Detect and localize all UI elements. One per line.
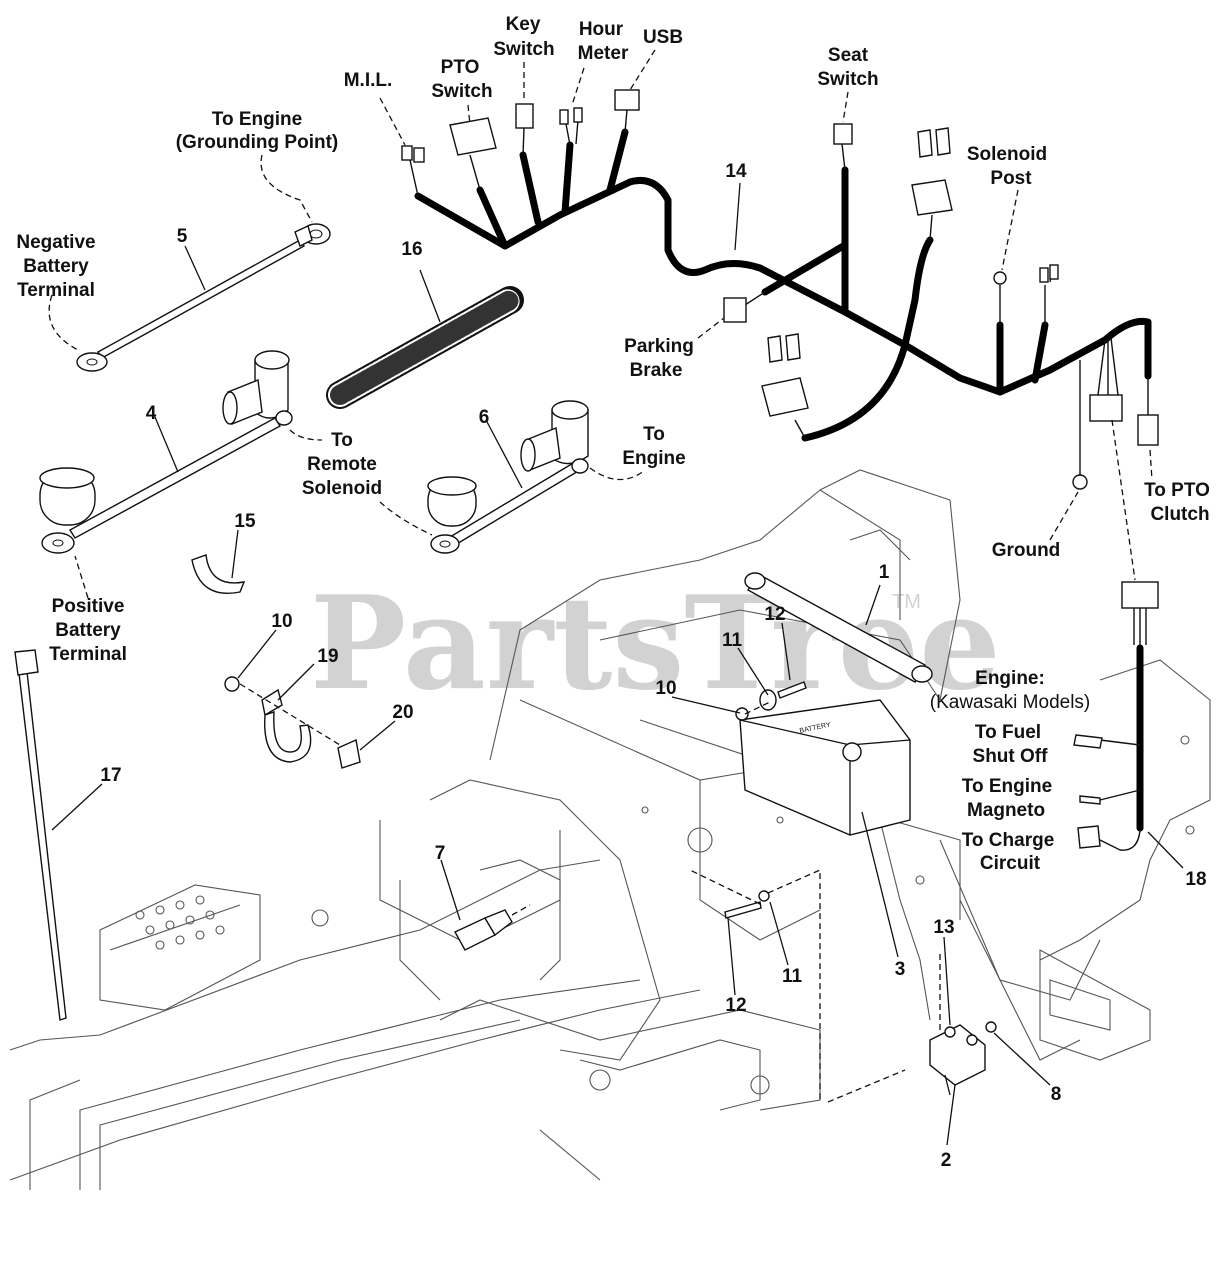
battery-bolts xyxy=(689,681,821,1100)
label-solenoid-post-1: Solenoid xyxy=(967,144,1047,165)
callout-8: 8 xyxy=(1051,1084,1062,1105)
label-pos-batt-3: Terminal xyxy=(49,644,127,665)
label-fuel-1: To Fuel xyxy=(975,722,1041,743)
label-hour-meter-1: Hour xyxy=(579,19,624,40)
leader-lines xyxy=(48,49,1184,1146)
callout-5: 5 xyxy=(177,226,188,247)
watermark-tm: TM xyxy=(892,591,921,613)
label-to-pto-clutch-1: To PTO xyxy=(1144,480,1210,501)
chassis-frame xyxy=(9,469,1211,1190)
label-pto-switch-2: Switch xyxy=(431,81,492,102)
battery-hold-down xyxy=(744,572,933,683)
label-to-remote-2: Remote xyxy=(307,454,377,475)
label-to-engine-gp-2: (Grounding Point) xyxy=(176,132,339,153)
label-mil: M.I.L. xyxy=(344,70,393,91)
engine-cable xyxy=(427,400,589,554)
positive-battery-cable xyxy=(39,350,293,554)
callout-20: 20 xyxy=(392,702,413,723)
label-ground: Ground xyxy=(992,540,1061,561)
label-to-pto-clutch-2: Clutch xyxy=(1150,504,1209,525)
callout-14: 14 xyxy=(725,161,747,182)
callout-6: 6 xyxy=(479,407,490,428)
callout-13: 13 xyxy=(933,917,954,938)
label-to-remote-1: To xyxy=(331,430,353,451)
harness-connectors xyxy=(401,89,1159,490)
label-usb: USB xyxy=(643,27,683,48)
label-charge-1: To Charge xyxy=(962,830,1055,851)
label-to-engine-2: Engine xyxy=(622,448,685,469)
split-loom xyxy=(326,286,524,409)
label-pos-batt-2: Battery xyxy=(55,620,121,641)
battery: BATTERY xyxy=(739,699,911,836)
callout-11a: 11 xyxy=(722,630,743,651)
label-neg-batt-3: Terminal xyxy=(17,280,95,301)
label-fuel-2: Shut Off xyxy=(973,746,1049,767)
label-key-switch-1: Key xyxy=(506,14,541,35)
label-neg-batt-2: Battery xyxy=(23,256,89,277)
label-magneto-1: To Engine xyxy=(962,776,1052,797)
label-seat-switch-1: Seat xyxy=(828,45,869,66)
labels: M.I.L. PTO Switch Key Switch Hour Meter … xyxy=(16,14,1210,874)
callout-17: 17 xyxy=(100,765,121,786)
label-parking-brake-2: Brake xyxy=(630,360,683,381)
label-to-remote-3: Solenoid xyxy=(302,478,382,499)
callout-12a: 12 xyxy=(764,604,785,625)
label-to-engine-1: To xyxy=(643,424,665,445)
callout-11b: 11 xyxy=(782,966,803,987)
callout-12b: 12 xyxy=(725,995,746,1016)
clamp-hardware xyxy=(224,676,361,769)
label-key-switch-2: Switch xyxy=(493,39,554,60)
callout-16: 16 xyxy=(401,239,422,260)
label-charge-2: Circuit xyxy=(980,853,1041,874)
label-to-engine-gp-1: To Engine xyxy=(212,109,302,130)
callout-3: 3 xyxy=(895,959,906,980)
label-neg-batt-1: Negative xyxy=(16,232,95,253)
callout-19: 19 xyxy=(317,646,338,667)
label-pos-batt-1: Positive xyxy=(52,596,125,617)
callout-numbers: 1 2 3 4 5 6 7 8 10 10 11 11 12 12 13 14 … xyxy=(100,161,1206,1171)
callout-7: 7 xyxy=(435,843,446,864)
callout-10a: 10 xyxy=(271,611,292,632)
callout-15: 15 xyxy=(234,511,256,532)
callout-18: 18 xyxy=(1185,869,1206,890)
label-magneto-2: Magneto xyxy=(967,800,1045,821)
label-parking-brake-1: Parking xyxy=(624,336,694,357)
label-solenoid-post-2: Post xyxy=(990,168,1032,189)
long-cable-tie xyxy=(14,649,67,1021)
starter-solenoid xyxy=(827,950,997,1103)
cable-tie-clip xyxy=(191,554,246,594)
callout-4: 4 xyxy=(146,403,157,424)
label-engine-heading: Engine: xyxy=(975,668,1045,689)
main-wiring-harness xyxy=(409,109,1152,475)
connector-7 xyxy=(454,904,531,951)
callout-1: 1 xyxy=(879,562,890,583)
engine-harness xyxy=(1073,581,1159,851)
label-engine-models: (Kawasaki Models) xyxy=(930,692,1091,713)
label-seat-switch-2: Switch xyxy=(817,69,878,90)
negative-battery-cable xyxy=(76,223,331,372)
callout-2: 2 xyxy=(941,1150,952,1171)
label-hour-meter-2: Meter xyxy=(578,43,629,64)
label-pto-switch-1: PTO xyxy=(441,57,480,78)
callout-10b: 10 xyxy=(655,678,676,699)
